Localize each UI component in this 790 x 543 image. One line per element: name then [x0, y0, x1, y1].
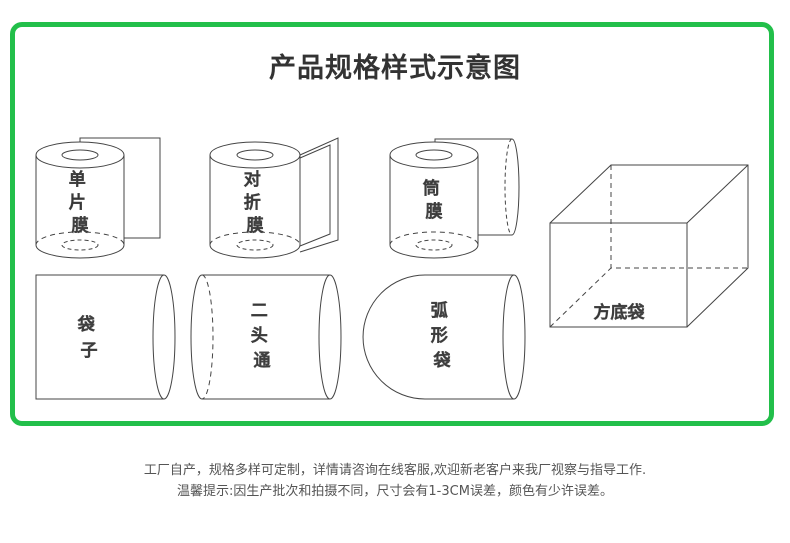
label-bag-1: 袋: [78, 315, 95, 335]
arc-bag-shape: [362, 274, 526, 400]
label-two-open-ends: 二 头 通: [251, 301, 273, 371]
label-folded-film-3: 膜: [247, 216, 264, 236]
two-open-ends-shape: [190, 274, 342, 400]
label-folded-film-1: 对: [244, 170, 261, 190]
label-bag-2: 子: [81, 341, 98, 361]
square-bottom-bag-shape: [549, 164, 749, 328]
label-square-bottom-bag: 方底袋: [594, 303, 645, 323]
label-bag: 袋 子: [78, 315, 100, 361]
label-two-open-ends-3: 通: [254, 351, 271, 371]
label-folded-film: 对 折 膜: [244, 170, 266, 236]
label-two-open-ends-1: 二: [251, 301, 268, 321]
single-film-roll: [35, 137, 161, 259]
tube-film-roll: [389, 138, 520, 259]
label-two-open-ends-2: 头: [251, 326, 268, 346]
label-arc-bag: 弧 形 袋: [431, 301, 453, 371]
label-single-film-2: 片: [69, 193, 86, 213]
folded-film-roll: [209, 137, 339, 259]
page-title: 产品规格样式示意图: [269, 53, 521, 84]
label-single-film: 单 片 膜: [69, 170, 91, 236]
label-single-film-3: 膜: [72, 216, 89, 236]
label-tube-film: 筒 膜: [423, 179, 445, 222]
label-tube-film-2: 膜: [426, 202, 443, 222]
label-arc-bag-3: 袋: [434, 351, 451, 371]
label-tube-film-1: 筒: [423, 179, 440, 199]
label-arc-bag-1: 弧: [431, 301, 448, 321]
bag-shape: [35, 274, 176, 400]
label-single-film-1: 单: [69, 170, 86, 190]
label-folded-film-2: 折: [244, 193, 261, 213]
footer-line-1: 工厂自产，规格多样可定制，详情请咨询在线客服,欢迎新老客户来我厂视察与指导工作.: [143, 463, 647, 478]
label-arc-bag-2: 形: [431, 326, 448, 346]
footer-line-2: 温馨提示:因生产批次和拍摄不同，尺寸会有1-3CM误差，颜色有少许误差。: [177, 484, 613, 499]
